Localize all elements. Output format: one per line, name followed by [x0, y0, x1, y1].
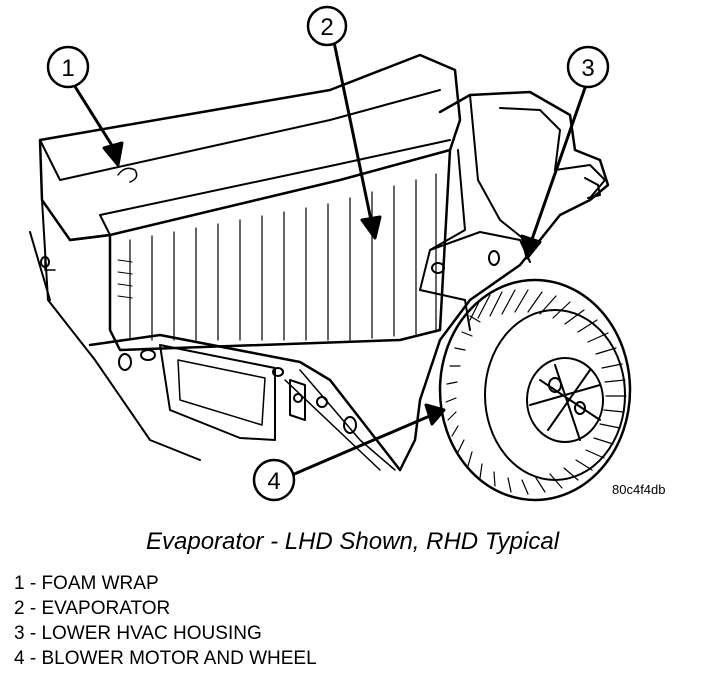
reference-code: 80c4f4db [612, 482, 666, 497]
legend-item: 4 - BLOWER MOTOR AND WHEEL [14, 648, 317, 669]
callout-3: 3 [566, 45, 610, 89]
callout-1: 1 [46, 45, 90, 89]
evaporator-core [29, 53, 462, 472]
parts-legend: 1 - FOAM WRAP 2 - EVAPORATOR 3 - LOWER H… [14, 571, 317, 671]
callout-2: 2 [306, 5, 348, 47]
callout-4: 4 [252, 458, 296, 502]
callout-1-number: 1 [61, 55, 74, 82]
legend-item: 3 - LOWER HVAC HOUSING [14, 623, 262, 644]
legend-item: 1 - FOAM WRAP [14, 573, 159, 594]
evaporator-illustration: 1 2 3 4 [29, 5, 632, 502]
callout-3-number: 3 [581, 55, 594, 82]
callout-arrows [72, 40, 588, 477]
callout-2-number: 2 [320, 14, 333, 41]
lower-hvac-housing [398, 90, 610, 472]
blower-motor-wheel [438, 278, 632, 502]
figure-caption: Evaporator - LHD Shown, RHD Typical [146, 528, 560, 555]
callout-4-number: 4 [267, 468, 280, 495]
legend-item: 2 - EVAPORATOR [14, 598, 171, 619]
